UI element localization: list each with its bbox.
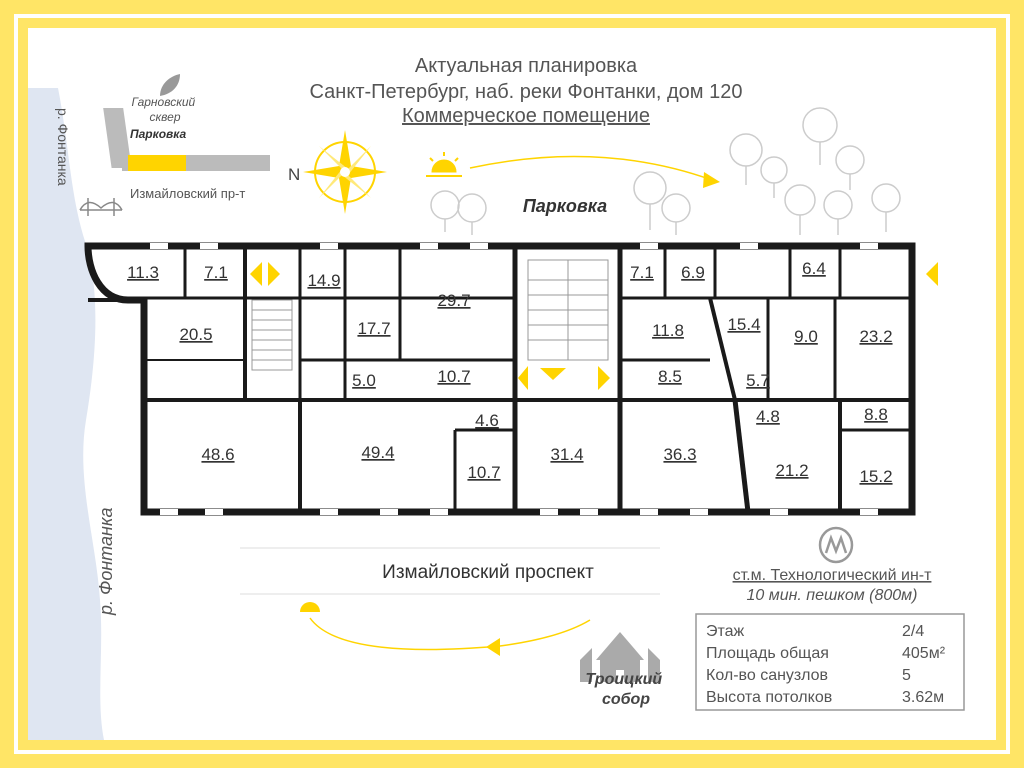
frame-border [14,14,1010,754]
room-labels: 11.3 7.1 14.9 29.7 7.1 6.9 6.4 20.5 17.7… [127,259,892,486]
room-area: 17.7 [357,319,390,338]
info-rows: Этаж 2/4 Площадь общая 405м² Кол-во сану… [706,623,946,706]
info-value: 405м² [902,645,946,662]
room-area: 21.2 [775,461,808,480]
staircase-left [251,299,293,371]
room-area: 4.8 [756,407,780,426]
minimap-river-label: р. Фонтанка [55,108,71,186]
room-area: 6.4 [802,259,826,278]
room-area: 6.9 [681,263,705,282]
header-line-1: Актуальная планировка [415,55,638,77]
minimap-garden-label: Гарновский сквер [131,95,198,124]
sun-arc-top [469,155,713,181]
room-area: 7.1 [204,263,228,282]
cathedral-label: Троицкий собор [585,671,666,708]
room-area: 31.4 [550,445,583,464]
header-line-2: Санкт-Петербург, наб. реки Фонтанки, дом… [310,81,743,103]
room-area: 15.2 [859,467,892,486]
sun-arc-bottom-arrow [486,638,500,656]
minimap: р. Фонтанка Гарновский сквер Парковка Из… [55,74,270,216]
staircase-center [527,259,609,361]
sun-arc-bottom [309,617,591,651]
parking-label: Парковка [523,196,607,216]
trees-group [430,107,901,235]
metro-icon [818,526,854,564]
room-area: 49.4 [361,443,394,462]
room-area: 8.5 [658,367,682,386]
room-area: 5.7 [746,371,770,390]
room-area: 29.7 [437,291,470,310]
info-value: 3.62м [902,689,944,706]
entry-arrows [250,262,938,390]
room-area: 20.5 [179,325,212,344]
info-label: Этаж [706,623,745,640]
room-area: 10.7 [437,367,470,386]
avenue-label: Измайловский проспект [382,562,594,583]
sun-arc-top-arrow [703,172,720,188]
info-label: Площадь общая [706,645,829,662]
river-label-left: р. Фонтанка [96,508,116,616]
cathedral-icon [580,632,660,682]
room-area: 11.3 [127,263,159,282]
room-area: 36.3 [663,445,696,464]
metro-line-2: 10 мин. пешком (800м) [747,587,918,604]
room-area: 48.6 [201,445,234,464]
minimap-parking-label: Парковка [130,127,187,141]
room-area: 14.9 [307,271,340,290]
info-value: 2/4 [902,623,924,640]
north-label: N [288,165,300,184]
windows [150,243,878,515]
bridge-icon [79,198,123,216]
minimap-parking-lane [103,108,132,168]
room-area: 5.0 [352,371,376,390]
room-area: 9.0 [794,327,818,346]
room-area: 4.6 [475,411,499,430]
room-area: 7.1 [630,263,654,282]
leaf-icon [160,74,180,96]
room-area: 8.8 [864,405,888,424]
info-label: Высота потолков [706,689,832,706]
compass-icon [303,130,387,214]
room-area: 23.2 [859,327,892,346]
info-value: 5 [902,667,911,684]
info-box [695,613,965,711]
sunrise-icon [426,152,462,177]
room-area: 11.8 [652,321,684,340]
header-line-3: Коммерческое помещение [402,105,650,127]
building-walls [84,242,916,516]
minimap-highlight [128,155,186,171]
room-area: 15.4 [727,315,760,334]
river-shape [28,88,104,740]
minimap-avenue-label: Измайловский пр-т [130,186,245,201]
metro-line-1: ст.м. Технологический ин-т [733,567,933,584]
sunset-icon [300,602,320,612]
floor-plan-svg: р. Фонтанка р. Фонтанка Гарновский сквер… [28,55,965,740]
room-area: 10.7 [467,463,500,482]
info-label: Кол-во санузлов [706,667,828,684]
plan-canvas: р. Фонтанка р. Фонтанка Гарновский сквер… [28,28,996,740]
